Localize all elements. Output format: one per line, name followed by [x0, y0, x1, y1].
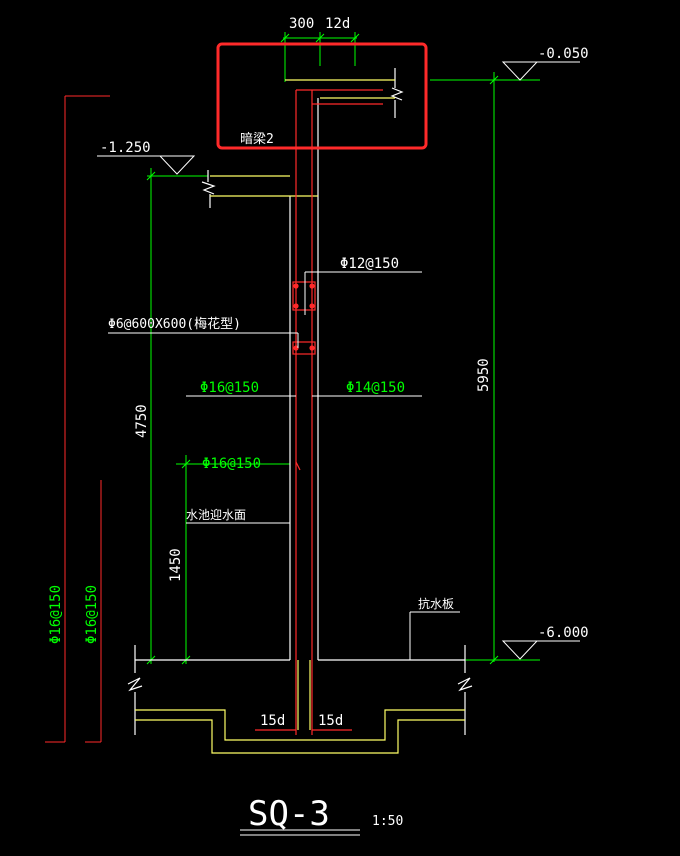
anti-float-slab-label: 抗水板 [418, 596, 454, 611]
hidden-beam-label: 暗梁2 [240, 132, 274, 147]
rebar-extent-lines [45, 95, 110, 743]
rebar-16-150-inner-label: Φ16@150 [202, 456, 261, 472]
dimension-lines [145, 32, 540, 665]
dim-15d-right-label: 15d [318, 713, 343, 729]
elevation-top-left: -1.250 [100, 140, 151, 156]
rebar [255, 89, 383, 735]
concrete-lines [135, 79, 465, 754]
water-level-label: 水池迎水面 [186, 508, 246, 522]
dim-4750-label: 4750 [134, 404, 150, 438]
dim-1450-label: 1450 [168, 548, 184, 582]
elevation-top-right: -0.050 [538, 46, 589, 62]
dim-15d-left-label: 15d [260, 713, 285, 729]
rebar-14-150-right-label: Φ14@150 [346, 380, 405, 396]
drawing-title: SQ-3 [248, 794, 330, 834]
vertical-rebar-16-150-a: Φ16@150 [48, 585, 64, 644]
drawing-scale: 1:50 [372, 814, 403, 829]
vertical-rebar-16-150-b: Φ16@150 [84, 585, 100, 644]
leader-lines [108, 146, 460, 836]
tie-bars-label: Φ6@600X600(梅花型) [108, 316, 241, 332]
dim-300-label: 300 [289, 16, 314, 32]
rebar-12-150-label: Φ12@150 [340, 256, 399, 272]
wall-outline [127, 68, 473, 735]
dim-5950-label: 5950 [476, 358, 492, 392]
elevation-markers [97, 61, 580, 660]
elevation-bottom-right: -6.000 [538, 625, 589, 641]
dim-12d-label: 12d [325, 16, 350, 32]
rebar-16-150-left-label: Φ16@150 [200, 380, 259, 396]
highlight-box [216, 42, 428, 150]
